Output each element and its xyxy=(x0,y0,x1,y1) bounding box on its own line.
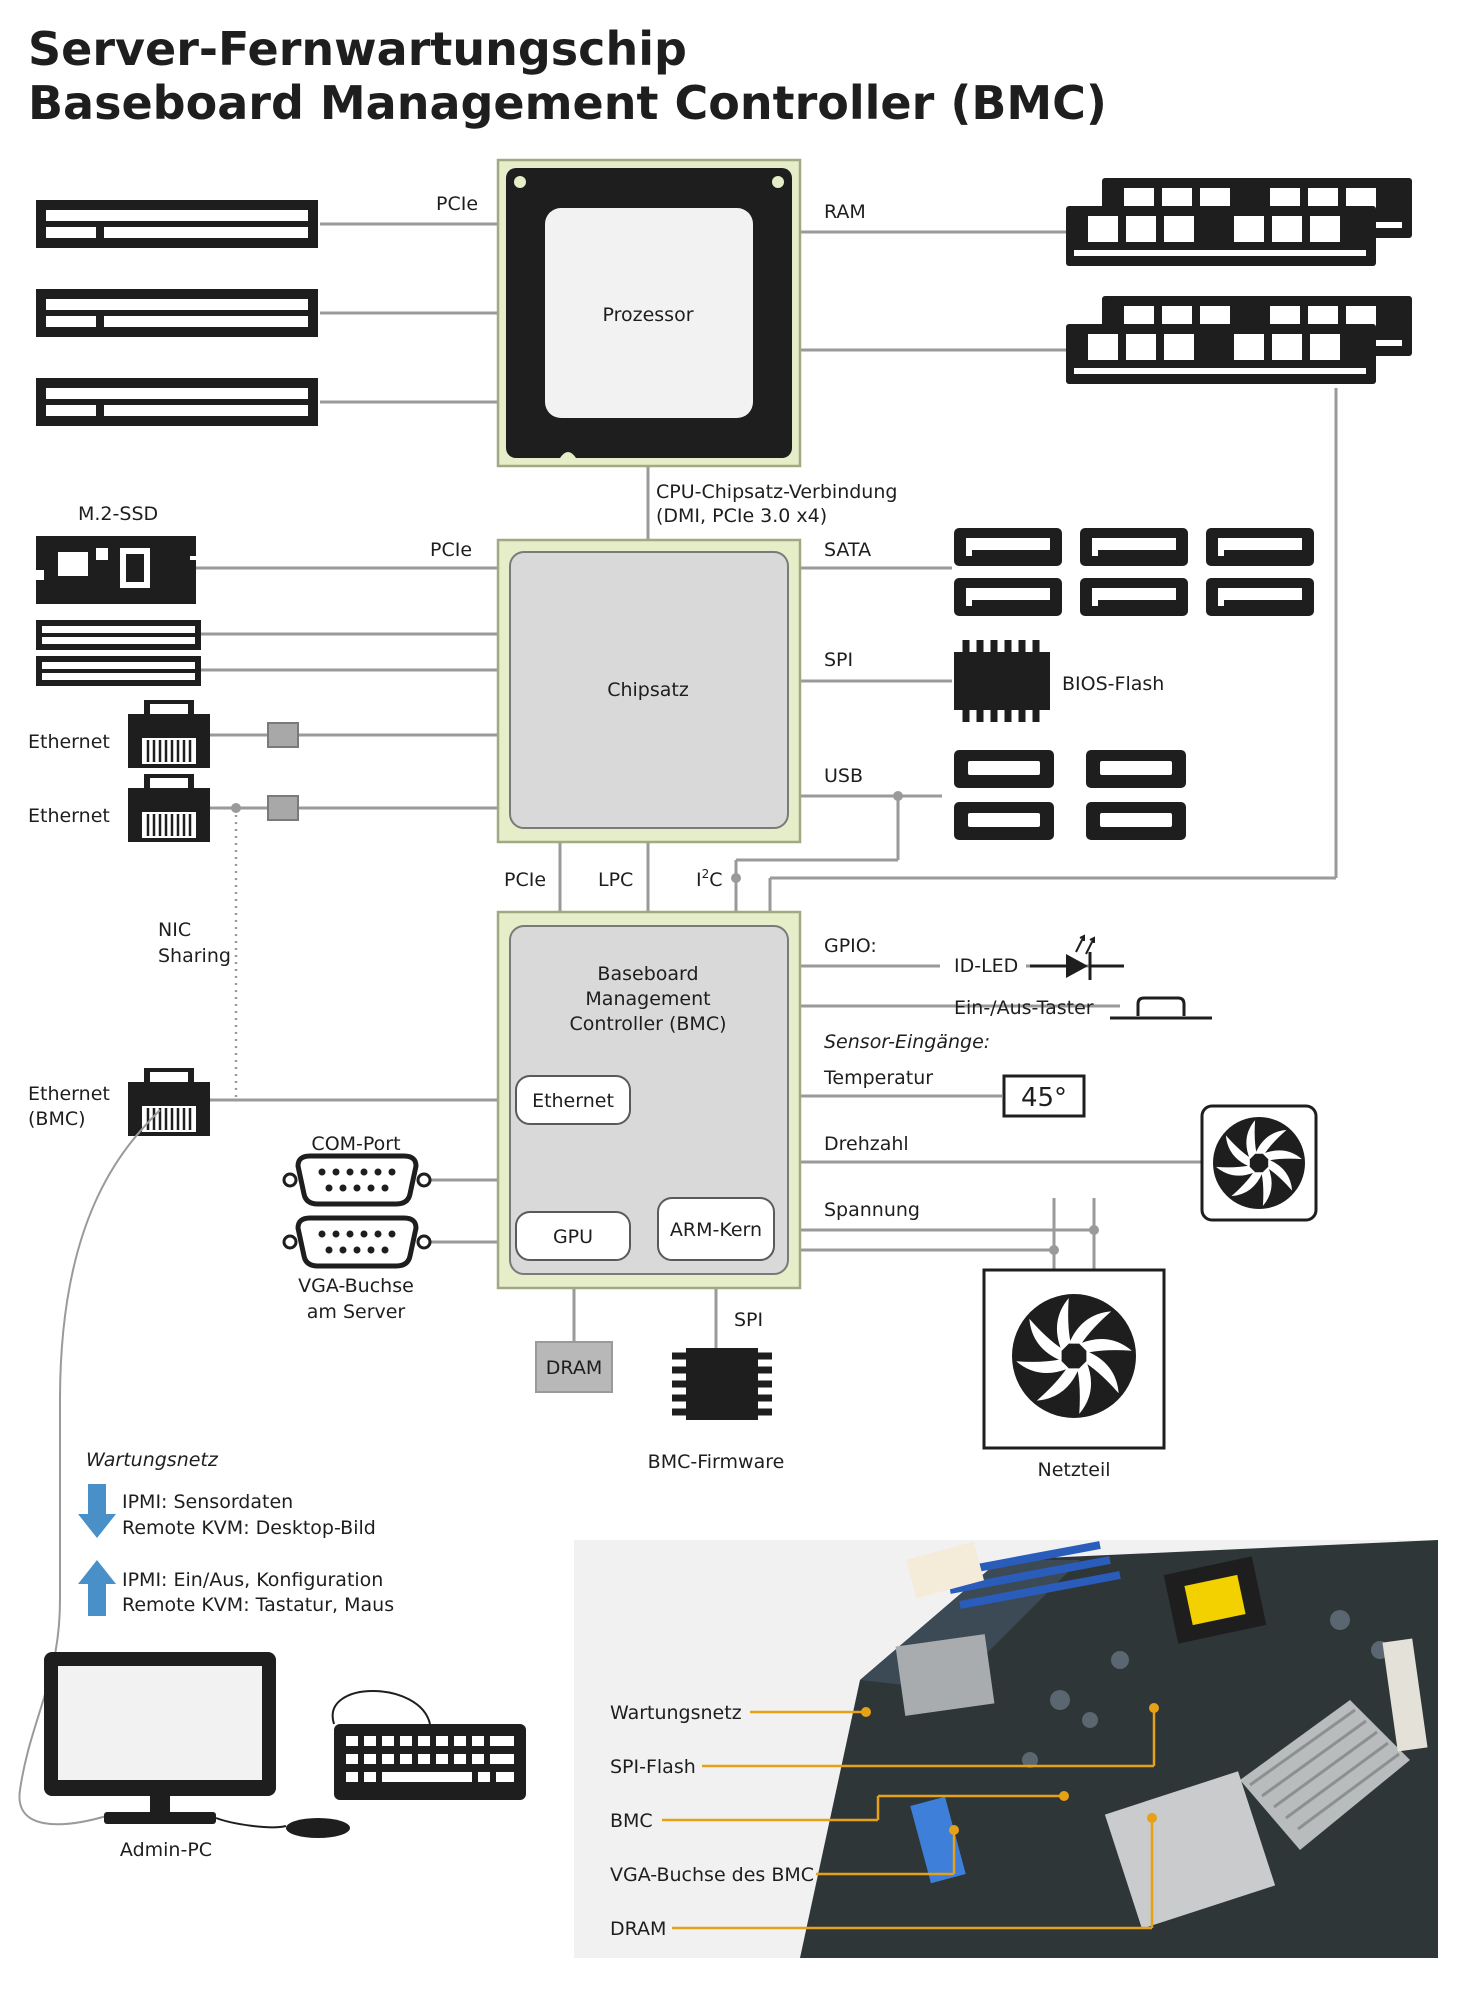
dram-label: DRAM xyxy=(546,1357,602,1379)
psu-icon xyxy=(982,1268,1166,1450)
pcie-chipset-label: PCIe xyxy=(430,539,472,561)
fan-icon xyxy=(1200,1104,1318,1222)
ram-modules xyxy=(1066,178,1412,384)
pcie-bmc-label: PCIe xyxy=(504,869,546,891)
nic-sharing-line1: NIC xyxy=(158,919,191,941)
bmc-gpu-block xyxy=(515,1211,631,1261)
ethernet-port-1 xyxy=(126,698,212,770)
usb-label: USB xyxy=(824,765,863,787)
ethernet-bmc-label-line1: Ethernet xyxy=(28,1083,110,1105)
ethernet-label-2: Ethernet xyxy=(28,805,110,827)
chipset-label: Chipsatz xyxy=(607,679,689,701)
spi-bmc-label: SPI xyxy=(734,1309,763,1331)
pcie-slot-3 xyxy=(36,378,318,426)
usb-ports xyxy=(954,750,1186,840)
ethernet-port-2 xyxy=(126,772,212,844)
maintenance-up-line2: Remote KVM: Tastatur, Maus xyxy=(122,1594,394,1616)
keyboard-icon xyxy=(334,1724,526,1800)
pcie-x1-slot-1 xyxy=(36,620,201,650)
photo-callout-lines xyxy=(662,1708,1156,1930)
maintenance-down-line1: IPMI: Sensordaten xyxy=(122,1491,293,1513)
gpio-label: GPIO: xyxy=(824,935,877,957)
lpc-label: LPC xyxy=(598,869,633,891)
maintenance-cable xyxy=(18,1109,161,1826)
temperature-label: Temperatur xyxy=(823,1067,933,1089)
pcie-cpu-label: PCIe xyxy=(436,193,478,215)
photo-label-bmc: BMC xyxy=(610,1810,653,1832)
i2c-label: I2C xyxy=(696,867,723,891)
psu-label: Netzteil xyxy=(1037,1459,1110,1481)
temperature-display xyxy=(1002,1074,1086,1118)
pcie-slot-1 xyxy=(36,200,318,248)
dmi-label-line1: CPU-Chipsatz-Verbindung xyxy=(656,481,897,503)
bmc-label-line1: Baseboard xyxy=(597,963,698,985)
vga-connector xyxy=(284,1218,430,1266)
dram-chip xyxy=(535,1341,613,1393)
photo-labels: Wartungsnetz SPI-Flash BMC VGA-Buchse de… xyxy=(610,1702,814,1940)
processor-chip xyxy=(496,158,802,468)
arrow-down-icon xyxy=(78,1484,116,1538)
bmc-gpu-label: GPU xyxy=(553,1226,593,1248)
id-led-label: ID-LED xyxy=(954,955,1018,977)
bmc-label-line3: Controller (BMC) xyxy=(569,1013,726,1035)
temperature-value: 45° xyxy=(1021,1083,1067,1113)
photo-label-vga: VGA-Buchse des BMC xyxy=(610,1864,814,1886)
photo-label-spi-flash: SPI-Flash xyxy=(610,1756,696,1778)
bmc-firmware-chip xyxy=(672,1348,772,1420)
arrow-up-icon xyxy=(78,1560,116,1616)
vga-label-line2: am Server xyxy=(307,1301,406,1323)
sata-ports xyxy=(954,528,1314,616)
photo-callout-markers xyxy=(861,1703,1159,1835)
ethernet-label-1: Ethernet xyxy=(28,731,110,753)
title-line-2: Baseboard Management Controller (BMC) xyxy=(28,76,1107,130)
m2-ssd-label: M.2-SSD xyxy=(78,503,158,525)
spi-label: SPI xyxy=(824,649,853,671)
com-port-connector xyxy=(284,1156,430,1204)
bmc-arm-block xyxy=(657,1197,775,1261)
pcie-x1-slot-2 xyxy=(36,656,201,686)
bmc-firmware-label: BMC-Firmware xyxy=(648,1451,785,1473)
led-icon xyxy=(1030,934,1124,980)
ethernet-port-bmc xyxy=(126,1066,212,1138)
maintenance-up-line1: IPMI: Ein/Aus, Konfiguration xyxy=(122,1569,383,1591)
nic-transformer-2 xyxy=(267,795,299,821)
power-button-label: Ein-/Aus-Taster xyxy=(954,997,1094,1019)
title-line-1: Server-Fernwartungschip xyxy=(28,22,687,76)
com-port-label: COM-Port xyxy=(311,1133,400,1155)
monitor-icon xyxy=(44,1652,276,1824)
mainboard-photo xyxy=(574,1540,1438,1958)
chipset-chip xyxy=(496,538,802,844)
pcie-slot-2 xyxy=(36,289,318,337)
maintenance-title: Wartungsnetz xyxy=(86,1449,219,1471)
nic-sharing-line2: Sharing xyxy=(158,945,231,967)
bmc-ethernet-label: Ethernet xyxy=(532,1090,614,1112)
sata-label: SATA xyxy=(824,539,871,561)
bmc-ethernet-block xyxy=(515,1075,631,1125)
photo-label-dram: DRAM xyxy=(610,1918,666,1940)
vga-label-line1: VGA-Buchse xyxy=(298,1275,414,1297)
bmc-arm-label: ARM-Kern xyxy=(670,1219,762,1241)
dmi-label-line2: (DMI, PCIe 3.0 x4) xyxy=(656,505,827,527)
power-button-icon xyxy=(1110,996,1212,1020)
ram-label: RAM xyxy=(824,201,866,223)
processor-label: Prozessor xyxy=(602,304,693,326)
sensor-inputs-label: Sensor-Eingänge: xyxy=(824,1031,990,1053)
photo-label-maintenance: Wartungsnetz xyxy=(610,1702,742,1724)
ethernet-bmc-label-line2: (BMC) xyxy=(28,1108,86,1130)
admin-pc-label: Admin-PC xyxy=(120,1839,212,1861)
m2-ssd xyxy=(36,536,196,604)
voltage-label: Spannung xyxy=(824,1199,920,1221)
bios-flash-label: BIOS-Flash xyxy=(1062,673,1164,695)
junction-dots xyxy=(231,791,1099,1255)
nic-transformer-1 xyxy=(267,722,299,748)
bmc-label-line2: Management xyxy=(585,988,710,1010)
bios-flash-chip xyxy=(954,640,1050,722)
mouse-icon xyxy=(286,1818,350,1838)
fan-speed-label: Drehzahl xyxy=(824,1133,909,1155)
maintenance-down-line2: Remote KVM: Desktop-Bild xyxy=(122,1517,376,1539)
